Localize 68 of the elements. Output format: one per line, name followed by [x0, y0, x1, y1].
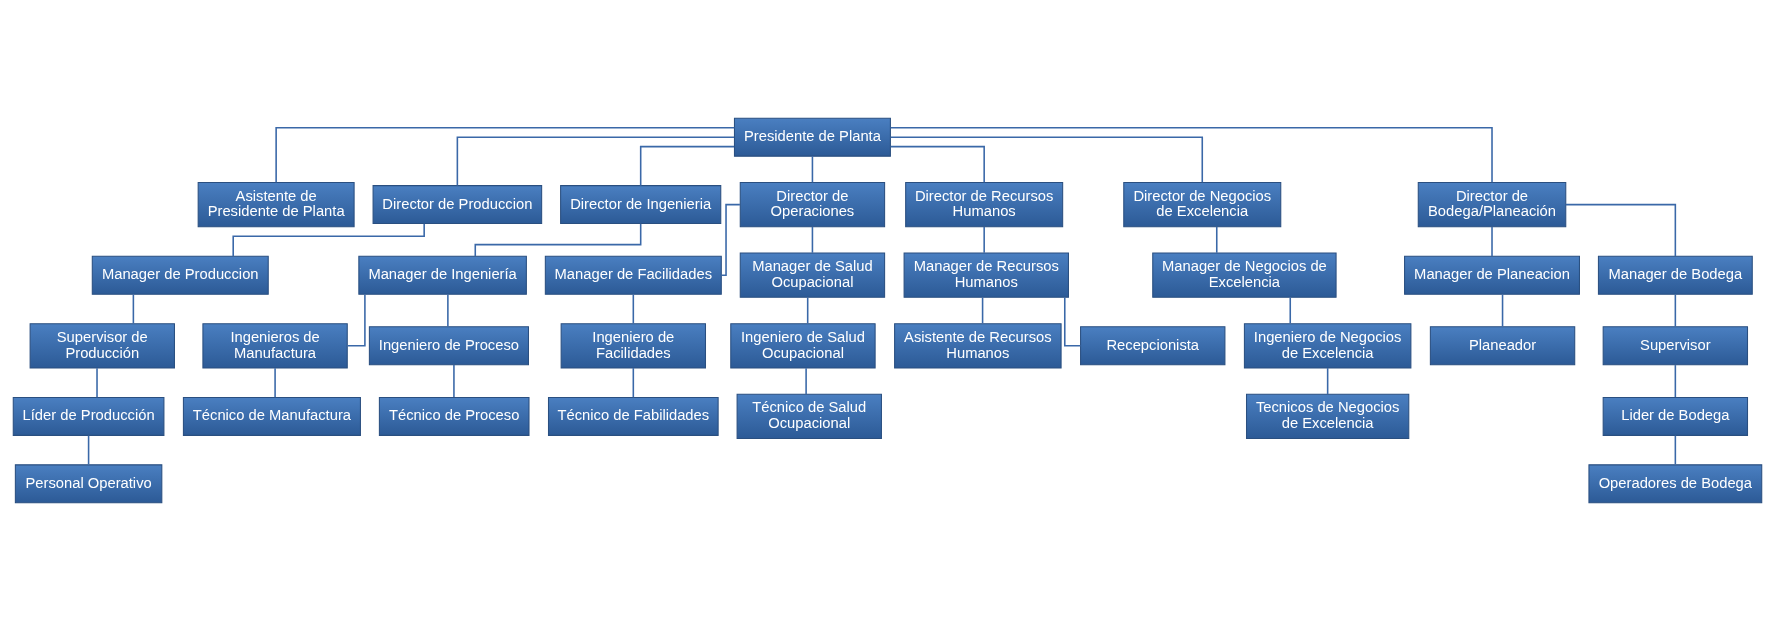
connector	[456, 136, 735, 187]
connector	[1326, 367, 1329, 395]
node-box: Supervisor de Producción	[29, 323, 175, 369]
node-box: Técnico de Fabilidades	[547, 396, 719, 436]
connector	[474, 222, 642, 257]
node-box: Director de Negocios de Excelencia	[1123, 181, 1282, 228]
node-box: Ingeniero de Facilidades	[560, 323, 706, 369]
connector	[447, 293, 449, 328]
node-box: Ingeniero de Negocios de Excelencia	[1243, 323, 1412, 369]
node-box: Operadores de Bodega	[1588, 464, 1763, 504]
node-box: Manager de Ingeniería	[358, 255, 527, 295]
connector	[890, 145, 985, 184]
node-box: Ingenieros de Manufactura	[202, 323, 348, 369]
node-box: Técnico de Proceso	[378, 396, 530, 436]
node-box: Manager de Planeacion	[1404, 255, 1580, 295]
node-box: Técnico de Manufactura	[182, 396, 361, 436]
node-box: Planeador	[1429, 326, 1576, 366]
node-box: Director de Operaciones	[739, 181, 886, 228]
connector	[1491, 226, 1493, 257]
node-box: Asistente de Recursos Humanos	[894, 323, 1062, 369]
connector	[632, 367, 635, 399]
connector	[805, 367, 807, 395]
node-box: Personal Operativo	[14, 464, 163, 504]
connector	[1289, 296, 1292, 325]
connector	[274, 367, 276, 399]
connector	[453, 364, 455, 398]
connector	[983, 226, 985, 254]
node-box: Manager de Recursos Humanos	[903, 252, 1069, 298]
connector	[1674, 364, 1677, 398]
connector	[811, 155, 814, 184]
node-box: Lider de Bodega	[1602, 396, 1749, 436]
node-box: Manager de Facilidades	[544, 255, 722, 295]
connector	[132, 293, 135, 325]
node-box: Ingeniero de Salud Ocupacional	[730, 323, 876, 369]
connector	[981, 296, 984, 325]
connector	[275, 126, 736, 184]
node-box: Recepcionista	[1080, 326, 1226, 366]
connector	[1674, 293, 1677, 328]
connector	[1064, 296, 1082, 347]
connector	[720, 203, 741, 276]
node-box: Líder de Producción	[12, 396, 165, 436]
node-box: Técnico de Salud Ocupacional	[736, 393, 882, 440]
node-box: Manager de Produccion	[91, 255, 269, 295]
connector	[1565, 203, 1677, 257]
connector	[346, 293, 366, 347]
connector	[1674, 434, 1677, 466]
node-box: Manager de Bodega	[1597, 255, 1753, 295]
node-box: Asistente de Presidente de Planta	[197, 181, 355, 228]
node-box: Director de Ingenieria	[560, 185, 722, 225]
node-box: Tecnicos de Negocios de Excelencia	[1246, 393, 1410, 440]
node-box: Manager de Salud Ocupacional	[739, 252, 886, 298]
node-box: Presidente de Planta	[733, 117, 891, 157]
connector	[96, 367, 98, 399]
connector	[1501, 293, 1504, 328]
connector	[811, 226, 814, 254]
connector	[890, 136, 1204, 183]
node-box: Director de Bodega/Planeación	[1417, 181, 1567, 228]
node-box: Supervisor	[1602, 326, 1749, 366]
node-box: Director de Produccion	[372, 185, 543, 225]
node-box: Director de Recursos Humanos	[905, 181, 1064, 228]
connector	[87, 434, 90, 466]
connector	[806, 296, 809, 325]
connector	[1215, 226, 1218, 254]
connector	[889, 126, 1493, 184]
connector	[639, 145, 735, 187]
node-box: Manager de Negocios de Excelencia	[1152, 252, 1337, 298]
connector	[632, 293, 635, 325]
node-box: Ingeniero de Proceso	[368, 326, 529, 366]
